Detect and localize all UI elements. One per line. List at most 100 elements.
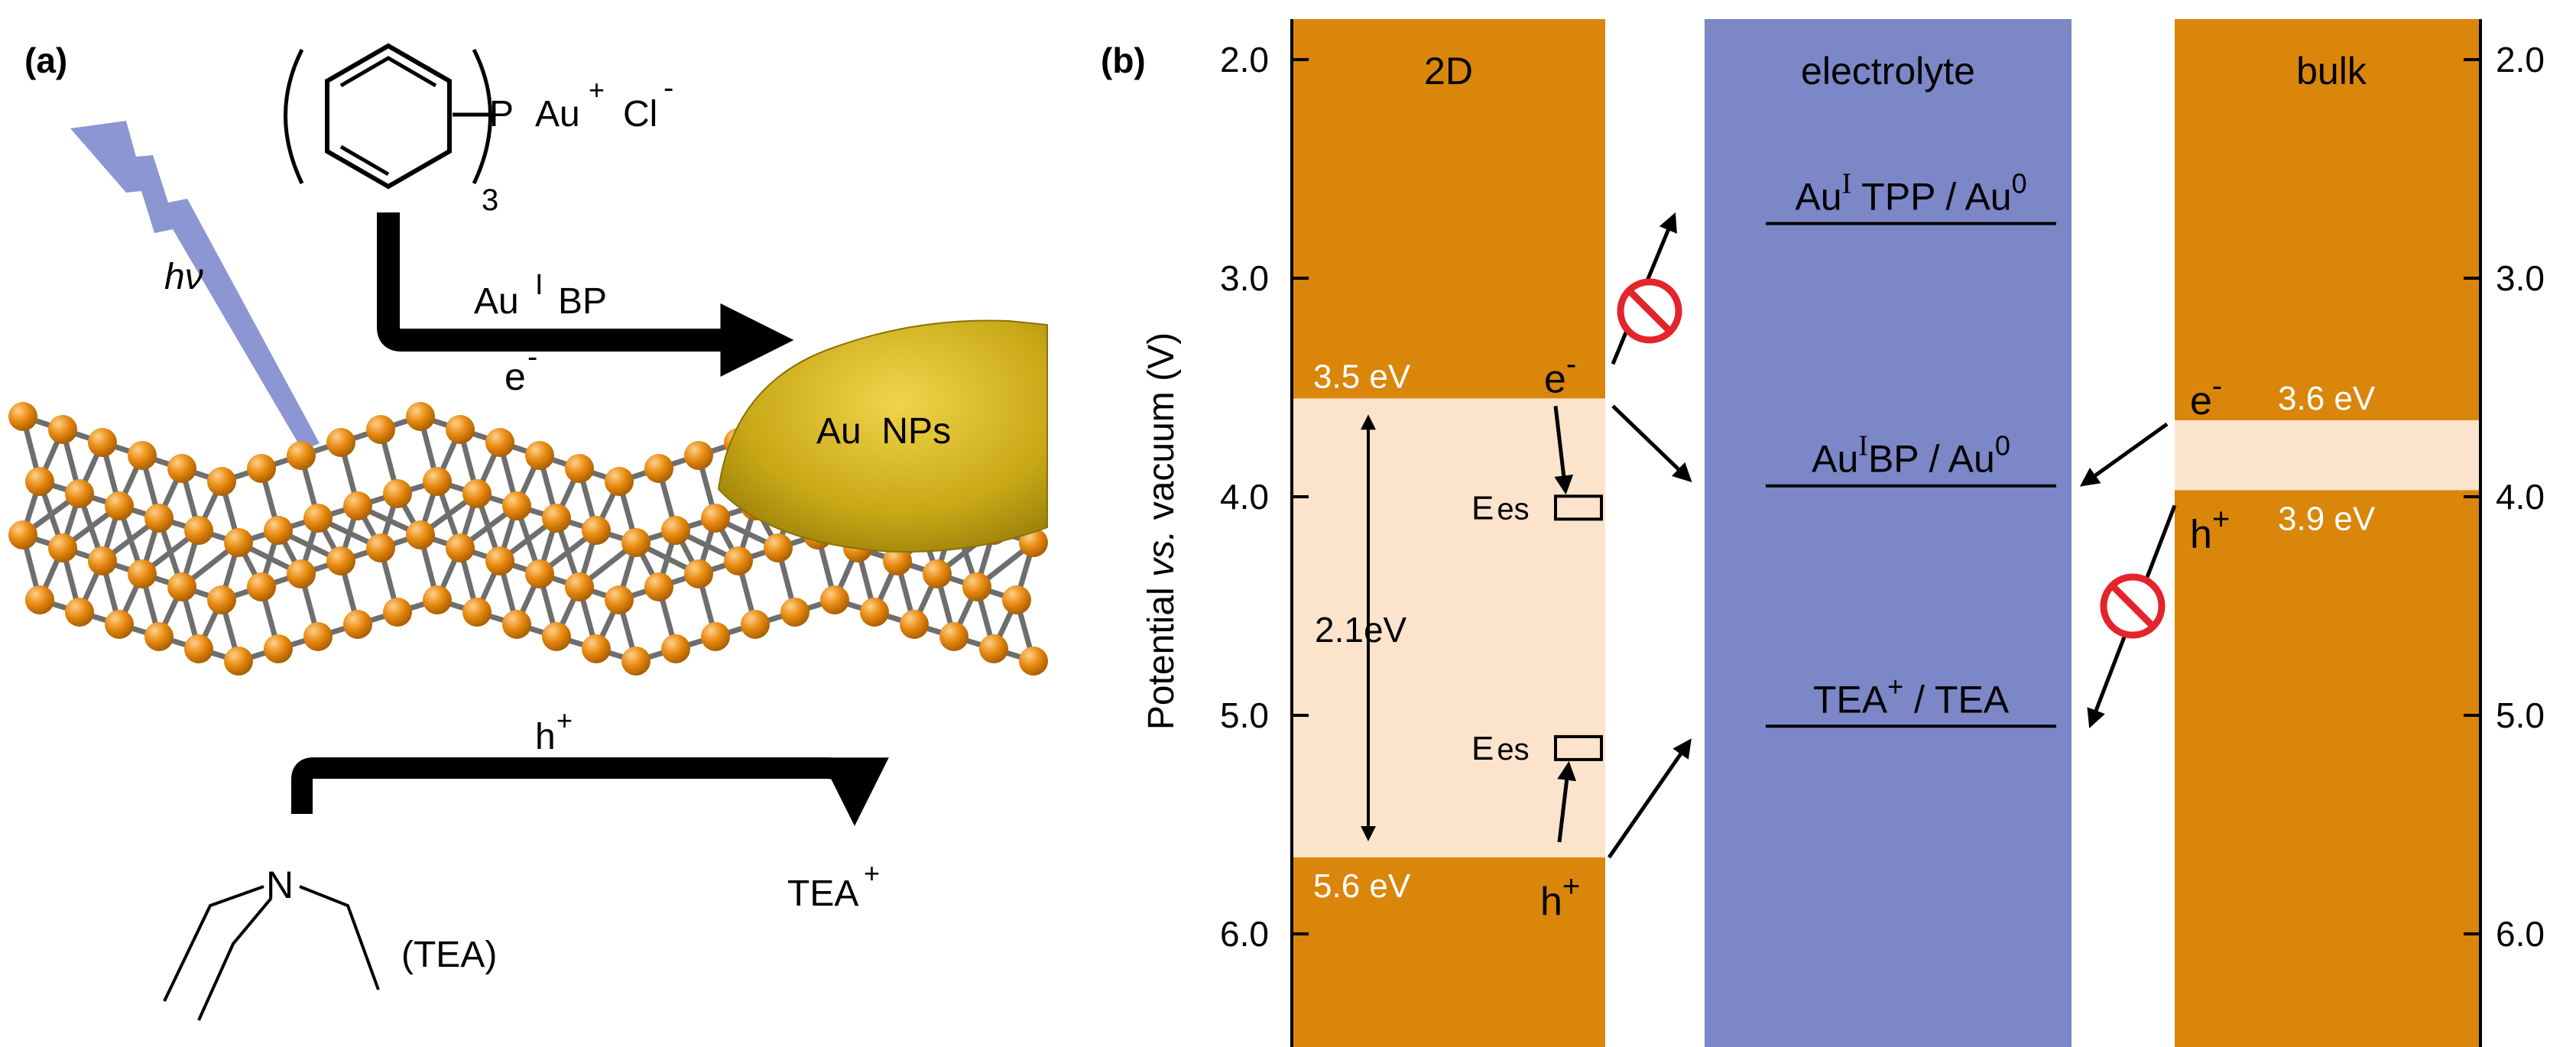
lattice-atom: [366, 533, 395, 562]
lattice-atom: [366, 415, 395, 444]
tick-label-left: 6.0: [1220, 914, 1269, 954]
lattice-atom: [8, 520, 37, 549]
couple-au-bp-label: AuIBP / Au0: [1812, 430, 2010, 481]
lattice-atom: [207, 467, 236, 496]
tick-label-right: 3.0: [2496, 258, 2545, 298]
precursor-Cl: Cl: [623, 94, 657, 135]
title-electrolyte: electrolyte: [1801, 50, 1975, 92]
electron-bulk-label: e-: [2190, 369, 2222, 423]
lattice-atom: [485, 546, 514, 575]
lattice-atom: [525, 441, 554, 470]
electrolyte-column: [1705, 19, 2072, 1047]
hole-bulk-label: h+: [2190, 502, 2230, 556]
electron-label-a: e: [504, 355, 526, 398]
lattice-atom: [65, 479, 94, 508]
tick-label-right: 2.0: [2496, 40, 2545, 79]
arrow-e-to-bp: [1611, 404, 1692, 483]
reduction-arrow: Au I BP: [377, 212, 794, 378]
lattice-atom: [923, 559, 952, 588]
precursor-P: P: [489, 94, 514, 135]
lattice-atom: [88, 546, 117, 575]
lattice-atom: [741, 610, 770, 639]
reduction-label-BP: BP: [558, 281, 607, 322]
lattice-atom: [167, 454, 196, 483]
tea-structure: N (TEA): [163, 864, 497, 1021]
lattice-atom: [326, 428, 355, 457]
precursor-Au-charge: +: [589, 74, 605, 105]
reduction-label-Au: Au: [474, 281, 519, 322]
lattice-atom: [764, 533, 793, 562]
lattice-atom: [780, 598, 809, 627]
lattice-atom: [661, 634, 690, 663]
lattice-atom: [724, 546, 753, 575]
lattice-atom: [264, 634, 293, 663]
reduction-label-I: I: [535, 269, 543, 301]
lattice-atom: [383, 479, 412, 508]
hole-arrow-path: [291, 757, 889, 826]
gap-bulk: [2175, 420, 2480, 491]
lattice-atom: [485, 428, 514, 457]
lattice-atom: [900, 610, 929, 639]
lattice-atom: [621, 528, 650, 557]
lattice-atom: [48, 415, 77, 444]
vb-bulk-label: 3.9 eV: [2278, 500, 2376, 537]
tick-label-right: 6.0: [2496, 914, 2545, 954]
lattice-atom: [883, 546, 912, 575]
lattice-atom: [8, 402, 37, 431]
product-label: TEA: [787, 874, 858, 914]
lattice-atom: [343, 610, 372, 639]
lattice-atom: [48, 533, 77, 562]
lattice-atom: [684, 559, 713, 588]
arrow-e-to-trap: [1553, 406, 1574, 495]
lattice-atom: [446, 415, 475, 444]
lattice-atom: [582, 516, 611, 545]
lattice-atom: [406, 520, 435, 549]
hole-sup-a: +: [556, 705, 573, 736]
lattice-atom: [582, 634, 611, 663]
amine-name: (TEA): [401, 935, 497, 975]
lattice-atom: [287, 441, 316, 470]
reduction-arrow-path: [377, 212, 794, 378]
lattice-atom: [383, 598, 412, 627]
lattice-atom: [167, 572, 196, 601]
lattice-atom: [287, 559, 316, 588]
lattice-atom: [144, 622, 174, 651]
tick-label-left: 4.0: [1220, 477, 1269, 517]
transfer-arrows: [1553, 212, 2177, 859]
benzene-ring: [325, 43, 452, 190]
lattice-atom: [1019, 528, 1048, 557]
benzene-double-bonds: [339, 56, 437, 88]
vb-2d-label: 5.6 eV: [1313, 867, 1411, 905]
gap-2d: [1292, 398, 1605, 857]
left-axis-title: Potential vs. vacuum (V): [1141, 332, 1182, 730]
tick-label-right: 5.0: [2496, 695, 2545, 735]
lattice-atom: [446, 533, 475, 562]
lattice-atom: [860, 598, 889, 627]
couple-tea-label: TEA+ / TEA: [1813, 670, 2010, 721]
lattice-atom: [939, 622, 968, 651]
gold-nanoparticle: Au NPs: [717, 319, 1048, 553]
band-bulk: [2175, 19, 2480, 1047]
gold-nanoparticle-shape: [717, 319, 1048, 553]
lattice-atom: [207, 585, 236, 614]
hole-label-a: h: [535, 717, 556, 757]
panel-b-label: (b): [1101, 41, 1146, 80]
hole-arrow: h +: [291, 705, 889, 826]
precursor-Cl-charge: -: [663, 71, 673, 105]
lattice-atom: [684, 441, 713, 470]
lattice-atom: [423, 467, 452, 496]
lattice-atom: [701, 622, 730, 651]
light-bolt: hν: [70, 121, 320, 451]
lattice-atom: [565, 454, 594, 483]
precursor-structure: 3 P Au + Cl -: [284, 43, 673, 217]
title-2d: 2D: [1424, 50, 1473, 92]
lattice-atom: [525, 559, 554, 588]
light-bolt-shape: [70, 121, 320, 451]
arrow-h-to-tea: [1607, 738, 1692, 859]
tick-label-left: 2.0: [1220, 40, 1269, 79]
lattice-atom: [661, 516, 690, 545]
